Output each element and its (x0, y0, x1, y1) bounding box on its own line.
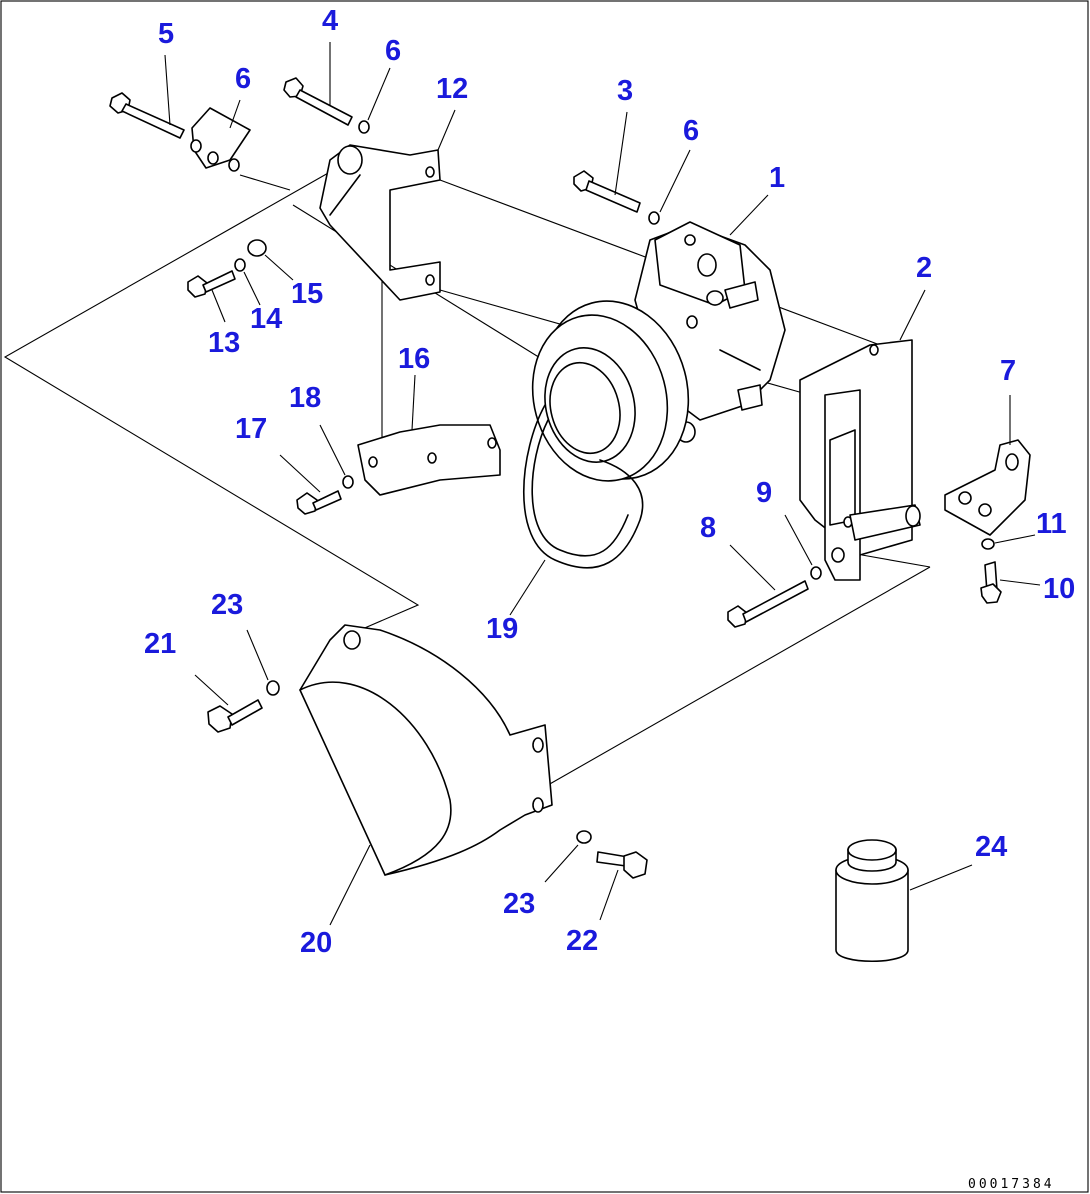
bolt-13 (187, 270, 236, 298)
callout-15: 15 (291, 278, 323, 310)
washer-23-left (266, 680, 280, 696)
callout-6-right: 6 (683, 115, 699, 147)
callout-6-left: 6 (235, 63, 251, 95)
callout-4: 4 (322, 5, 338, 37)
callout-10: 10 (1043, 573, 1075, 605)
pulley (531, 300, 690, 482)
callout-19: 19 (486, 613, 518, 645)
bracket-2 (799, 339, 921, 581)
bolt-5 (109, 92, 185, 139)
bolt-10 (980, 561, 1002, 604)
bracket-16 (357, 424, 501, 496)
washer-18 (342, 475, 354, 489)
callout-3: 3 (617, 75, 633, 107)
callout-20: 20 (300, 927, 332, 959)
bolt-8 (727, 580, 809, 628)
washer-15 (247, 239, 267, 257)
callout-18: 18 (289, 382, 321, 414)
bracket-12 (319, 144, 441, 301)
callout-21: 21 (144, 628, 176, 660)
drawing-code: 00017384 (968, 1177, 1055, 1192)
bracket-7 (944, 439, 1031, 536)
bolt-22 (596, 851, 648, 879)
callout-12: 12 (436, 73, 468, 105)
callout-5: 5 (158, 18, 174, 50)
washer-23-right (576, 830, 592, 844)
callout-24: 24 (975, 831, 1007, 863)
callout-17: 17 (235, 413, 267, 445)
callout-1: 1 (769, 162, 785, 194)
bolt-17 (296, 490, 342, 515)
callout-13: 13 (208, 327, 240, 359)
filter-24 (835, 839, 909, 962)
plate-6 (190, 107, 370, 172)
callout-16: 16 (398, 343, 430, 375)
bolt-21 (207, 699, 263, 733)
callout-7: 7 (1000, 355, 1016, 387)
callout-22: 22 (566, 925, 598, 957)
belt-guard-20 (299, 624, 553, 876)
callout-labels: 1 2 3 4 5 6 6 6 7 8 9 10 11 12 13 14 15 … (144, 5, 1075, 959)
callout-9: 9 (756, 477, 772, 509)
belt-19 (522, 404, 644, 569)
leader-lines (164, 42, 1041, 926)
callout-2: 2 (916, 252, 932, 284)
bolt-4 (283, 77, 353, 126)
callout-11: 11 (1036, 508, 1067, 540)
callout-6-middle: 6 (385, 35, 401, 67)
callout-8: 8 (700, 512, 716, 544)
washer-14 (234, 258, 246, 272)
callout-23-top: 23 (211, 589, 243, 621)
callout-23-bottom: 23 (503, 888, 535, 920)
washer-11 (981, 538, 995, 550)
bolt-3 (573, 170, 660, 225)
callout-14: 14 (250, 303, 282, 335)
washer-9 (810, 566, 822, 580)
